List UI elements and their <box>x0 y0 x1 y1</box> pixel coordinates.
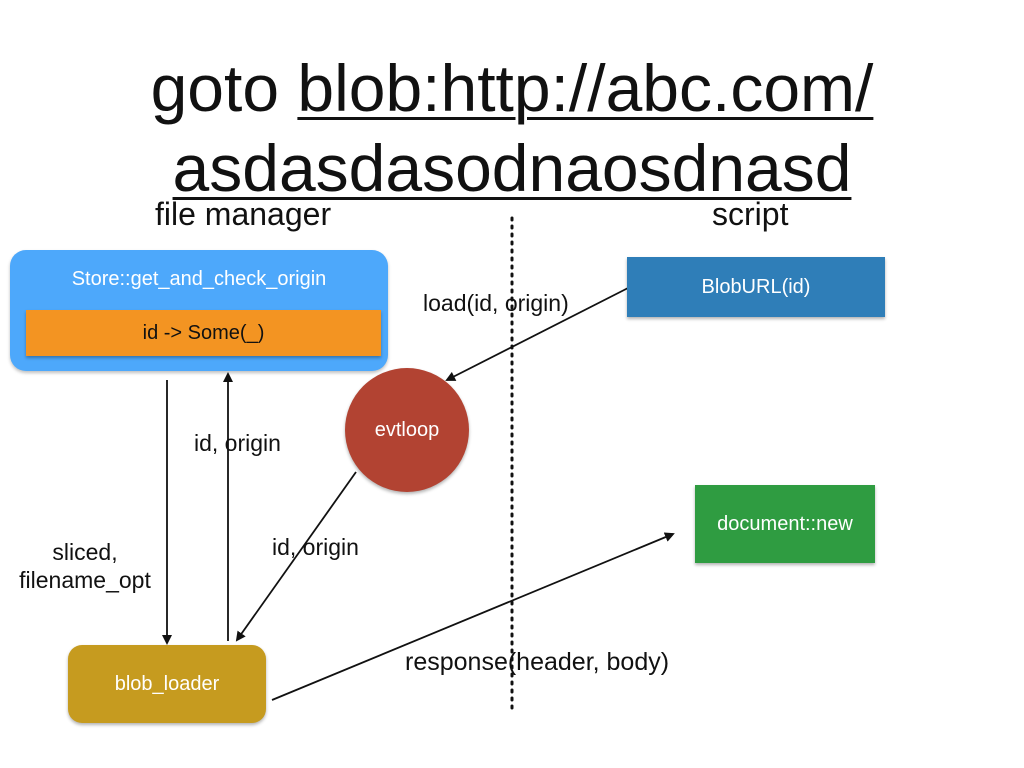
load-edge-label: load(id, origin) <box>423 290 569 316</box>
store-node[interactable]: Store::get_and_check_origin id -> Some(_… <box>10 250 388 371</box>
title-line-1: goto blob:http://abc.com/ <box>0 48 1024 128</box>
id-origin-evtloop-label: id, origin <box>272 534 359 560</box>
document-node[interactable]: document::new <box>695 485 875 563</box>
title-prefix: goto <box>150 51 298 125</box>
file-manager-label: file manager <box>155 196 332 232</box>
sliced-label-line-2: filename_opt <box>19 567 151 593</box>
evtloop-node[interactable]: evtloop <box>345 368 469 492</box>
script-label: script <box>712 196 789 232</box>
title-url-part-2[interactable]: asdasdasodnaosdnasd <box>172 131 852 205</box>
sliced-edge-label: sliced, filename_opt <box>10 538 160 594</box>
bloburl-node[interactable]: BlobURL(id) <box>627 257 885 317</box>
sliced-label-line-1: sliced, <box>52 539 118 565</box>
blob-loader-node[interactable]: blob_loader <box>68 645 266 723</box>
title-url-part-1[interactable]: blob:http://abc.com/ <box>297 51 874 125</box>
response-edge-label: response(header, body) <box>405 648 670 676</box>
store-node-label: Store::get_and_check_origin <box>71 268 327 290</box>
slide-title: goto blob:http://abc.com/ asdasdasodnaos… <box>0 48 1024 208</box>
store-some-bar: id -> Some(_) <box>26 310 381 356</box>
title-line-2: asdasdasodnaosdnasd <box>0 128 1024 208</box>
id-origin-up-label: id, origin <box>194 430 281 456</box>
